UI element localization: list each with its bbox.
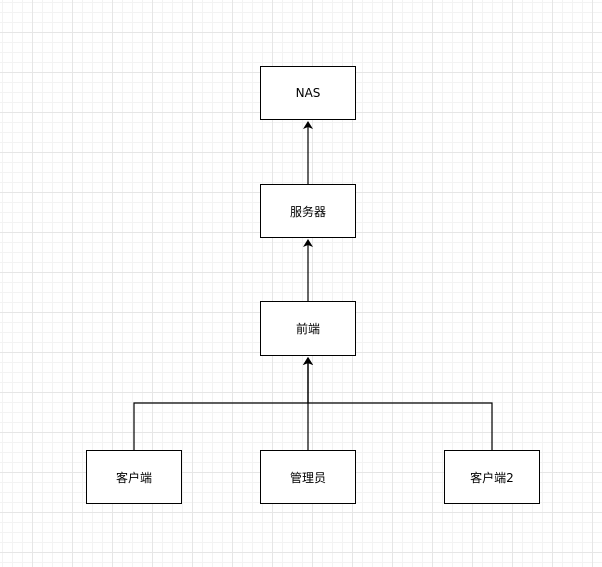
node-server[interactable]: 服务器 xyxy=(260,184,356,238)
node-client2-label: 客户端2 xyxy=(470,470,514,485)
node-frontend-label: 前端 xyxy=(295,322,320,336)
node-client1[interactable]: 客户端 xyxy=(86,450,182,504)
node-server-label: 服务器 xyxy=(289,204,326,219)
node-frontend[interactable]: 前端 xyxy=(260,301,356,356)
node-admin[interactable]: 管理员 xyxy=(260,450,356,504)
node-nas[interactable]: NAS xyxy=(260,66,356,120)
edge-client1-to-frontend[interactable] xyxy=(133,357,313,450)
node-client2[interactable]: 客户端2 xyxy=(444,450,540,504)
node-nas-label: NAS xyxy=(295,86,321,100)
node-admin-label: 管理员 xyxy=(289,470,326,485)
edge-client2-to-frontend[interactable] xyxy=(303,357,493,450)
node-client1-label: 客户端 xyxy=(115,470,152,485)
